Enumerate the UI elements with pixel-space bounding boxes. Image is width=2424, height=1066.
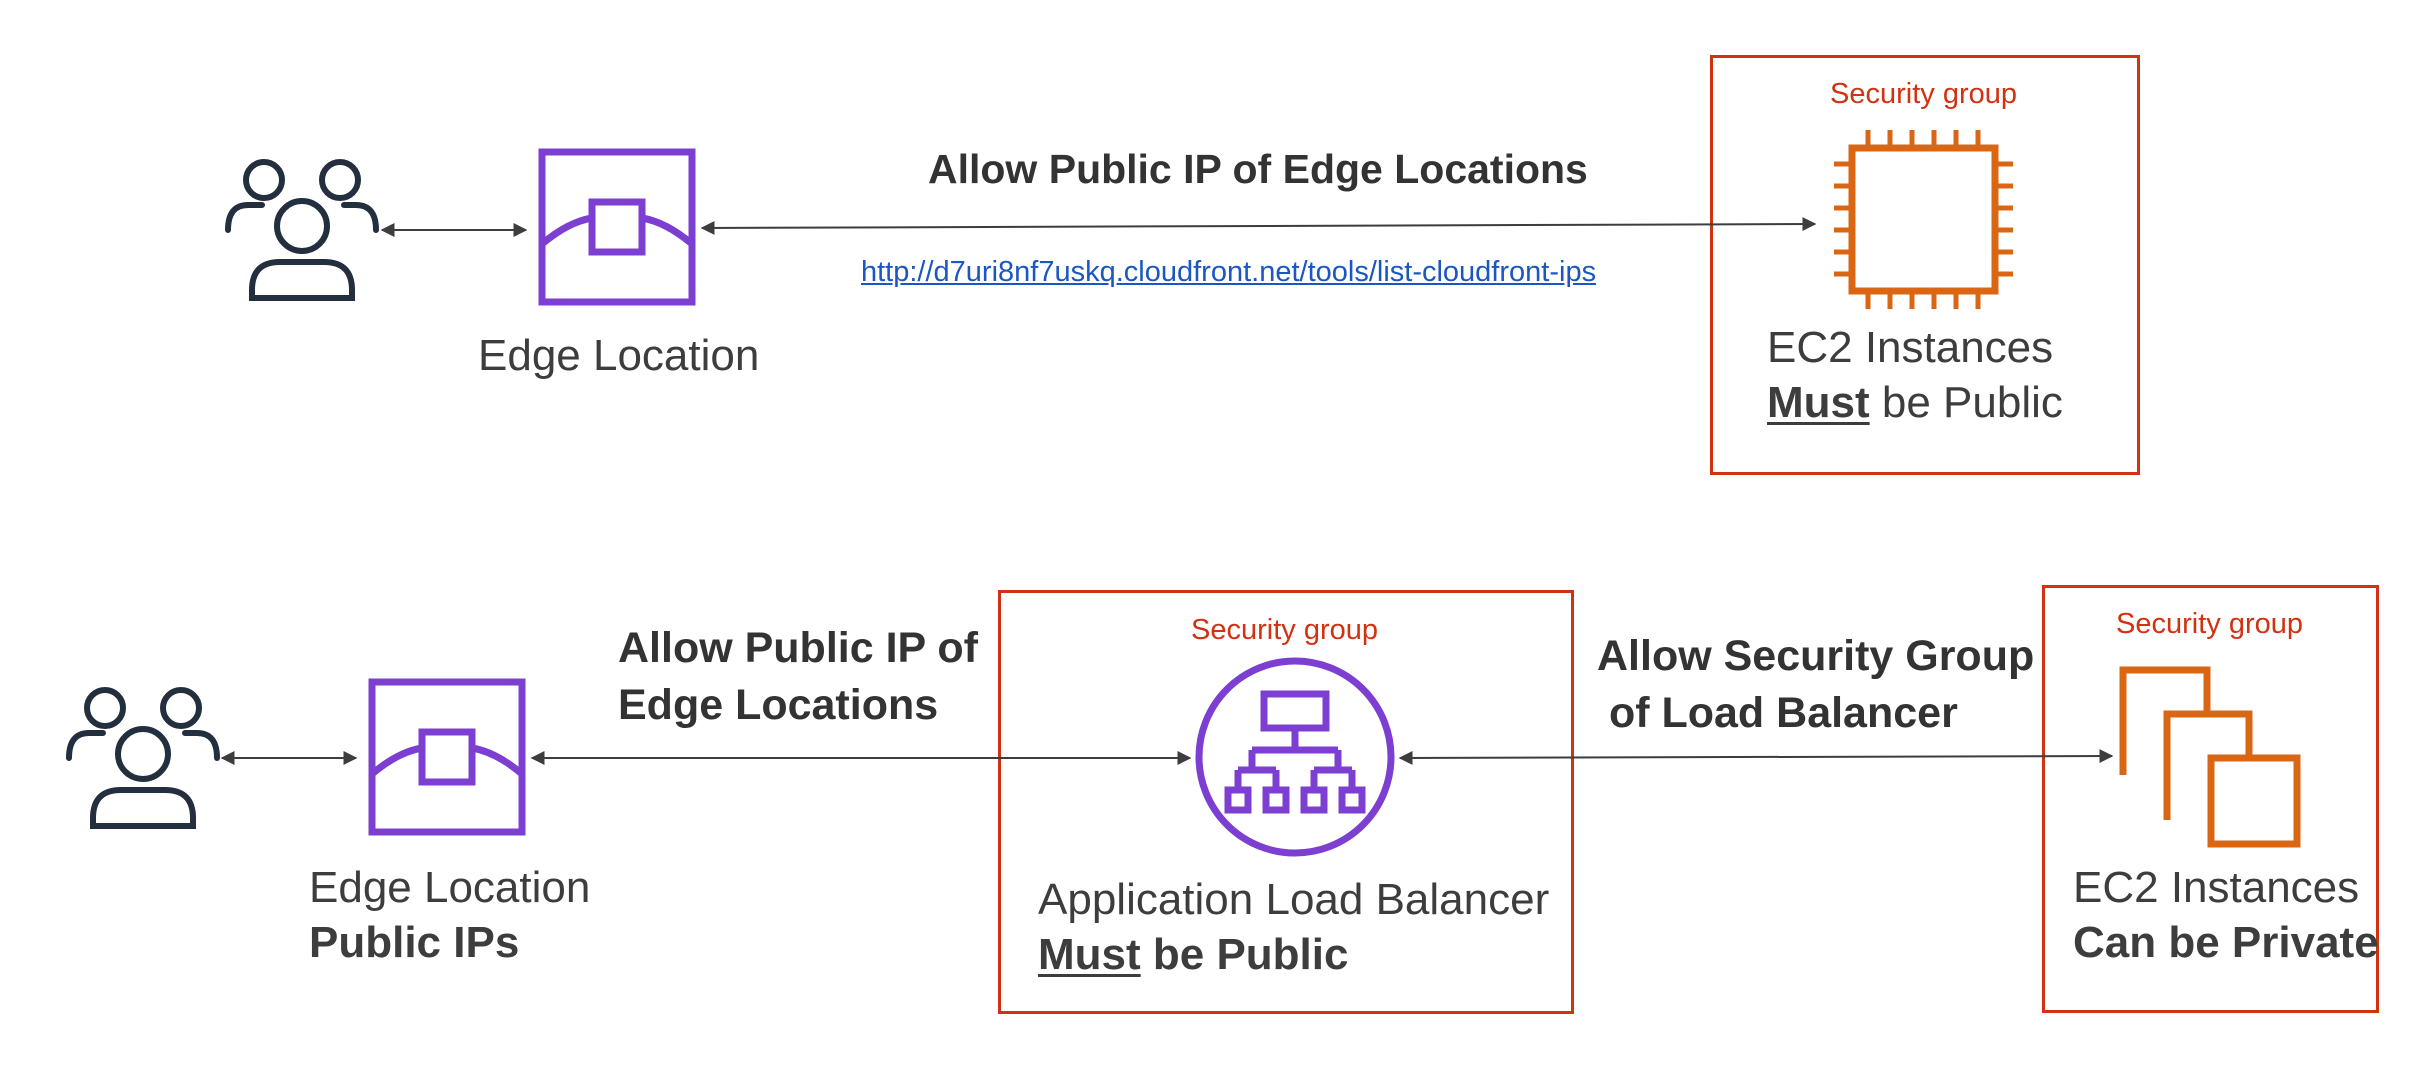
can-be-private-line: Can be Private [2073, 918, 2379, 967]
allow-public-ip-line1: Allow Public IP of [618, 624, 978, 672]
security-group-label-ec2-bottom: Security group [2116, 608, 2303, 640]
arrow-edge-ec2-top [700, 217, 1817, 235]
ec2-instances-icon [2119, 666, 2301, 848]
allow-public-ip-label-bottom: Allow Public IP of Edge Locations [618, 620, 978, 734]
alb-label: Application Load Balancer Must be Public [1038, 872, 1549, 982]
public-ips-line: Public IPs [309, 918, 520, 967]
ec2-label-top: EC2 Instances Must be Public [1767, 320, 2063, 430]
edge-location-icon [368, 678, 526, 836]
edge-location-icon [538, 148, 696, 306]
allow-public-ip-line2: Edge Locations [618, 681, 939, 730]
alb-label-line1: Application Load Balancer [1038, 875, 1550, 924]
be-public-text: be Public [1869, 378, 2063, 427]
ec2-label-bottom-line1: EC2 Instances [2073, 863, 2360, 912]
allow-security-group-label: Allow Security Group of Load Balancer [1597, 628, 2034, 742]
ec2-label-line1: EC2 Instances [1767, 323, 2054, 372]
cloudfront-ips-link[interactable]: http://d7uri8nf7uskq.cloudfront.net/tool… [861, 256, 1597, 288]
security-group-box-top-ec2 [1710, 55, 2140, 475]
security-group-label-alb: Security group [1191, 614, 1378, 646]
allow-security-group-line1: Allow Security Group [1597, 632, 2035, 680]
security-group-label-top: Security group [1830, 78, 2017, 110]
edge-location-label-bottom: Edge Location Public IPs [309, 860, 590, 970]
alb-label-line2: Must be Public [1038, 927, 1549, 982]
arrow-alb-ec2 [1398, 749, 2114, 765]
be-public-text: be Public [1140, 930, 1349, 979]
users-icon [225, 159, 379, 301]
ec2-label-line2: Must be Public [1767, 375, 2063, 430]
security-group-box-alb [998, 590, 1574, 1014]
must-emphasis: Must [1038, 930, 1141, 979]
users-icon [66, 687, 220, 829]
allow-public-ip-label-top: Allow Public IP of Edge Locations [928, 146, 1588, 192]
edge-location-line1: Edge Location [309, 863, 591, 912]
must-emphasis: Must [1767, 378, 1870, 427]
application-load-balancer-icon [1195, 657, 1395, 857]
ec2-label-bottom: EC2 Instances Can be Private [2073, 860, 2379, 970]
allow-security-group-line2: of Load Balancer [1597, 689, 1958, 738]
edge-location-label-top: Edge Location [478, 331, 760, 380]
ec2-instance-icon [1834, 130, 2013, 309]
security-group-box-bottom-ec2 [2042, 585, 2379, 1013]
